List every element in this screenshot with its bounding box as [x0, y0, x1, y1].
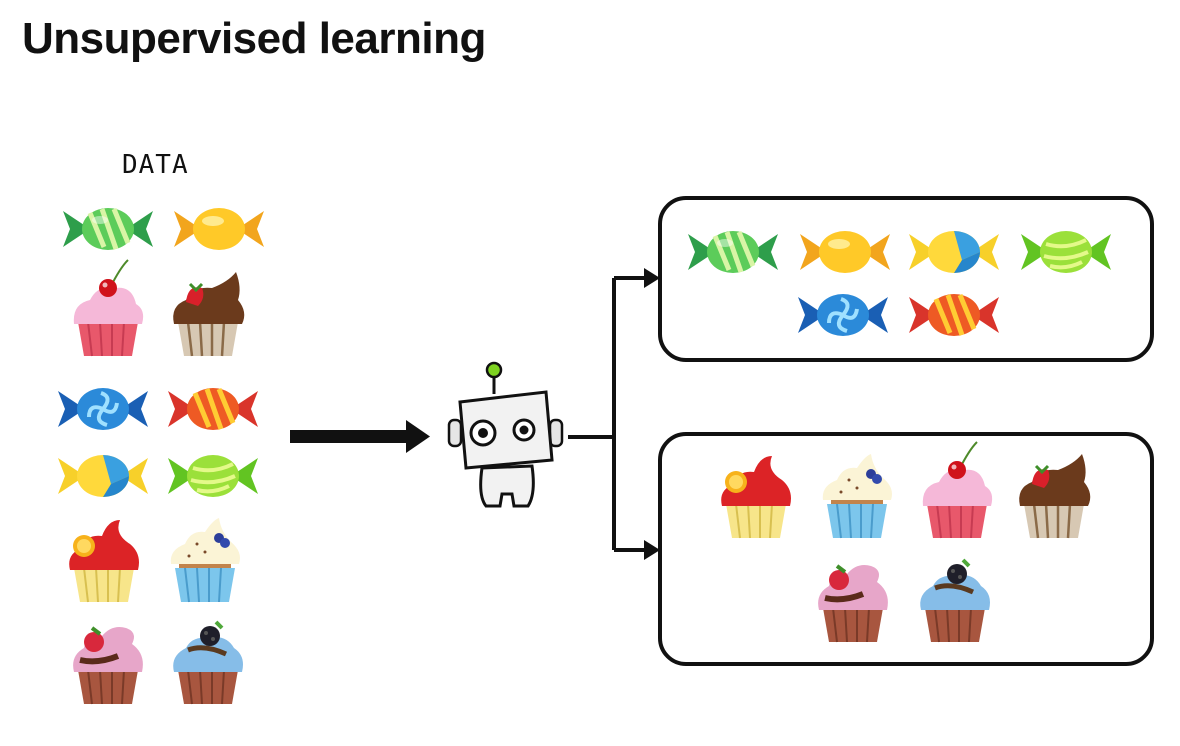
- candy-red-striped-icon: [168, 388, 258, 430]
- arrowhead-top: [644, 268, 660, 288]
- candy-green-striped-icon: [63, 208, 153, 250]
- cupcake-pink-raspberry-icon: [73, 627, 143, 704]
- page-title: Unsupervised learning: [22, 14, 486, 63]
- cupcake-pink-cherry-icon: [74, 260, 143, 356]
- robot-icon: [447, 361, 564, 508]
- input-arrow: [290, 420, 430, 453]
- candy-yellow-blue-icon: [58, 455, 148, 497]
- candy-blue-swirl-icon: [56, 386, 150, 432]
- branch-connector: [568, 276, 648, 552]
- data-label: DATA: [122, 150, 189, 180]
- candy-lime-striped-icon: [166, 453, 260, 499]
- candy-yellow-icon: [174, 208, 264, 250]
- cupcake-cream-blueberry-icon: [171, 518, 240, 602]
- cupcake-chocolate-strawberry-icon: [173, 272, 244, 356]
- cluster-candy-box: [658, 196, 1154, 362]
- cupcake-blue-blackberry-icon: [173, 622, 243, 704]
- arrowhead-bottom: [644, 540, 660, 560]
- data-items: [56, 208, 264, 704]
- cupcake-red-lemon-icon: [69, 520, 139, 602]
